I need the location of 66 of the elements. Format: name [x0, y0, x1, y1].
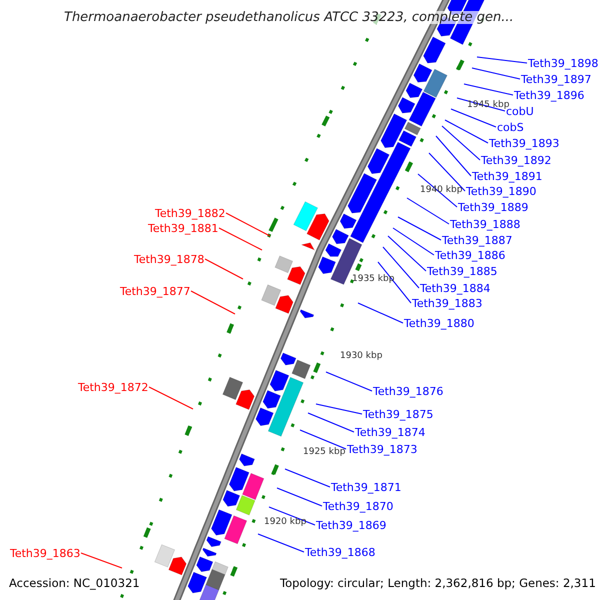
gene-label: Teth39_1887: [442, 234, 512, 247]
gene-label: Teth39_1885: [427, 265, 498, 278]
leader-line: [204, 258, 244, 280]
leader-line: [450, 108, 496, 128]
gene-label: cobS: [497, 121, 524, 134]
gene-label: Teth39_1884: [420, 282, 490, 295]
gene-label: Teth39_1874: [355, 426, 426, 439]
gene-label: Teth39_1897: [521, 73, 592, 86]
gene-label: Teth39_1898: [528, 57, 598, 70]
accession-text: Accession: NC_010321: [9, 577, 140, 590]
leader-line: [316, 404, 362, 414]
leader-line: [472, 68, 520, 80]
gene-label: Teth39_1863: [10, 547, 80, 560]
leader-line: [226, 212, 270, 236]
gene-label: Teth39_1877: [120, 285, 190, 298]
leader-line: [442, 126, 480, 160]
leader-line: [326, 372, 372, 392]
gene-label: Teth39_1868: [305, 546, 376, 559]
gene-label: Teth39_1882: [155, 207, 226, 220]
gene-label: Teth39_1892: [481, 154, 552, 167]
gene-label: Teth39_1896: [514, 89, 584, 102]
leader-line: [218, 228, 262, 250]
leader-line: [392, 228, 434, 256]
leader-line: [428, 152, 466, 192]
gene-label: Teth39_1890: [466, 185, 536, 198]
gene-label: Teth39_1878: [134, 253, 204, 266]
leader-line: [276, 488, 322, 506]
gene-label: Teth39_1871: [331, 481, 402, 494]
leader-line: [436, 136, 472, 176]
leader-line: [378, 262, 412, 304]
gene-label: Teth39_1869: [316, 519, 386, 532]
scale-label: 1920 kbp: [264, 517, 306, 527]
leader-line: [284, 468, 330, 488]
scale-label: 1930 kbp: [340, 351, 382, 361]
gene-label: Teth39_1886: [435, 249, 506, 262]
genome-summary-text: Topology: circular; Length: 2,362,816 bp; Genes: 2,311: [280, 577, 596, 590]
gene-label: Teth39_1891: [472, 170, 542, 183]
scale-label: 1925 kbp: [303, 447, 346, 457]
gene-label: Teth39_1883: [412, 297, 482, 310]
leader-line: [476, 56, 528, 64]
gene-label: Teth39_1870: [323, 500, 394, 513]
gene-label: Teth39_1888: [450, 218, 520, 231]
gene-label: Teth39_1880: [404, 317, 474, 330]
gene-label: Teth39_1873: [347, 443, 418, 456]
gene-label: Teth39_1875: [363, 408, 434, 421]
gene-label: Teth39_1876: [373, 385, 444, 398]
gene-label: Teth39_1881: [148, 222, 218, 235]
leader-line: [190, 290, 236, 314]
gene-label: Teth39_1872: [78, 381, 148, 394]
leader-line: [398, 216, 442, 240]
gene-label: Teth39_1889: [458, 201, 528, 214]
leader-line: [308, 412, 354, 432]
leader-line: [382, 246, 420, 288]
leader-line: [388, 236, 426, 272]
leader-line: [148, 386, 194, 410]
title: Thermoanaerobacter pseudethanolicus ATCC 33223, complete gen...: [64, 11, 514, 24]
gene-label: cobU: [506, 105, 534, 118]
leader-line: [444, 120, 488, 144]
leader-line: [300, 430, 346, 450]
leader-line: [80, 552, 122, 568]
leader-line: [464, 84, 514, 96]
leader-line: [258, 534, 304, 552]
leader-line: [406, 198, 450, 224]
gene-label: Teth39_1893: [489, 137, 560, 150]
leader-line: [358, 302, 404, 324]
leader-line: [268, 506, 316, 526]
